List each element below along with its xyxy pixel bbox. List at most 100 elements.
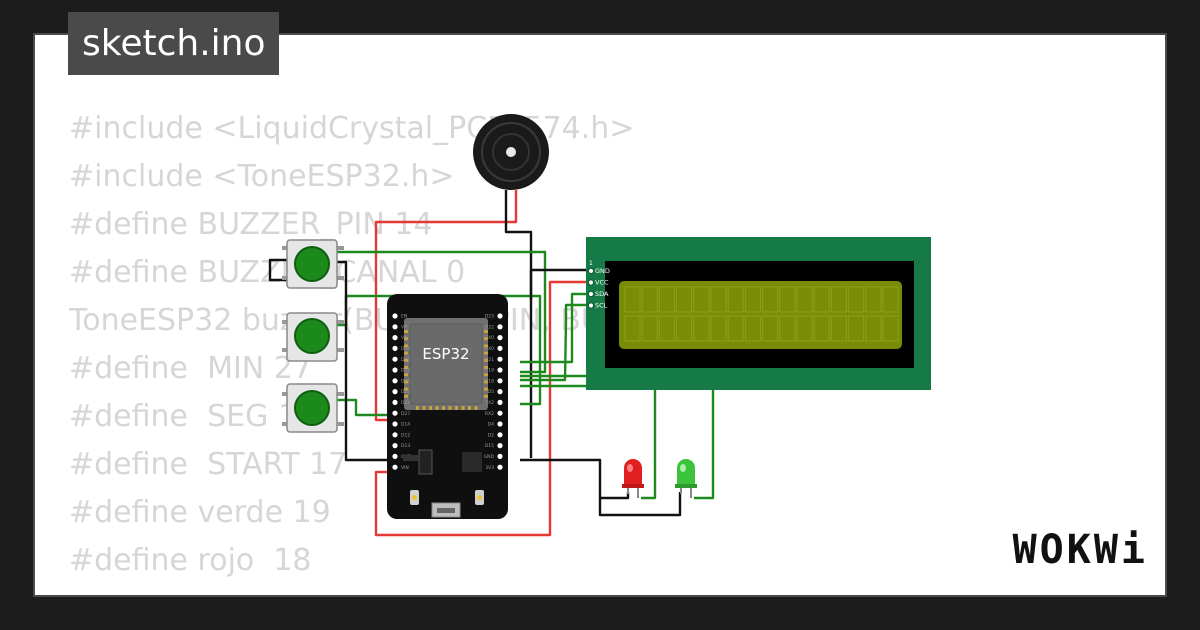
lcd-pin-label: VCC	[595, 279, 609, 287]
esp32-pin-label: D12	[401, 432, 410, 438]
esp32-pin[interactable]	[497, 443, 503, 449]
esp32-pin[interactable]	[497, 378, 503, 384]
lcd-pin-label: SCL	[595, 302, 608, 310]
push-button-3[interactable]	[282, 383, 344, 433]
push-button-1[interactable]	[282, 239, 344, 289]
esp32-pin[interactable]	[392, 443, 398, 449]
esp32-pin-label: D27	[401, 411, 410, 417]
esp32-pin-label: D13	[401, 443, 410, 449]
esp32-pin[interactable]	[497, 399, 503, 405]
code-line: #define verde 19	[69, 495, 331, 530]
esp32-pin[interactable]	[497, 335, 503, 341]
code-line: #include <ToneESP32.h>	[69, 159, 455, 194]
chip-pad	[484, 373, 488, 377]
esp32-pin[interactable]	[392, 464, 398, 470]
lcd-gnd-wire	[529, 268, 593, 300]
code-line: #define MIN 27	[69, 351, 312, 386]
lcd-pin[interactable]	[587, 267, 595, 275]
chip-pad	[448, 406, 452, 410]
chip-pad	[404, 387, 408, 391]
code-line: #define START 17	[69, 447, 348, 482]
esp32-pin-label: RX2	[485, 411, 494, 417]
lcd-pin-label: GND	[595, 267, 610, 275]
esp32-pin[interactable]	[497, 453, 503, 459]
esp32-pin-label: D26	[401, 400, 410, 406]
chip-pad	[404, 373, 408, 377]
esp32-pin[interactable]	[497, 389, 503, 395]
led-green[interactable]	[675, 459, 697, 498]
esp32-pin[interactable]	[392, 389, 398, 395]
esp32-pin[interactable]	[392, 378, 398, 384]
lcd-character-cell	[865, 315, 882, 342]
esp32-pin-label: D2	[488, 432, 494, 438]
esp32-pin[interactable]	[392, 313, 398, 319]
esp32-pin[interactable]	[392, 367, 398, 373]
lcd-character-cell	[865, 286, 882, 313]
esp32-pin-label: VIN	[401, 465, 409, 471]
led-red[interactable]	[622, 459, 644, 498]
esp32-pin-label: TX0	[484, 335, 494, 341]
esp32-pin-label: D5	[488, 389, 494, 395]
chip-pad	[484, 330, 488, 333]
chip-pad	[484, 337, 488, 341]
chip-pad	[404, 394, 408, 398]
chip-pad	[404, 358, 408, 362]
chip-pad	[484, 351, 488, 355]
lcd-character-cell	[710, 286, 727, 313]
chip-pad	[404, 344, 408, 348]
wokwi-logo: WOKWi	[1012, 527, 1148, 573]
chip-pad	[435, 406, 439, 410]
esp32-pin[interactable]	[392, 453, 398, 459]
esp32-pin[interactable]	[497, 464, 503, 470]
led-red-cathode	[600, 492, 630, 500]
esp32-pin[interactable]	[392, 399, 398, 405]
esp32-pin[interactable]	[497, 356, 503, 362]
esp32-pin[interactable]	[392, 432, 398, 438]
esp32-pin[interactable]	[497, 367, 503, 373]
lcd-character-cell	[779, 286, 796, 313]
esp32-pin-label: D25	[401, 389, 410, 395]
esp32-pin-label: GND	[484, 454, 495, 460]
esp32-pin[interactable]	[497, 432, 503, 438]
esp32-pin[interactable]	[497, 324, 503, 330]
lcd-character-cell	[744, 315, 761, 342]
esp32-pin[interactable]	[392, 324, 398, 330]
esp32-pin-label: D4	[488, 422, 494, 428]
lcd-character-cell	[813, 315, 830, 342]
lcd-character-cell	[796, 286, 813, 313]
esp32-pin[interactable]	[392, 421, 398, 427]
chip-pad	[461, 406, 465, 410]
code-line: #include <LiquidCrystal_PCF8574.h>	[69, 111, 635, 146]
esp32-pin[interactable]	[497, 410, 503, 416]
lcd-pin[interactable]	[587, 290, 595, 298]
chip-pad	[404, 337, 408, 341]
chip-pad	[404, 330, 408, 333]
esp32-pin[interactable]	[497, 313, 503, 319]
esp32-pin[interactable]	[392, 356, 398, 362]
esp32-board[interactable]: ESP32 ENVPVND34D35D32D33D25D26D27D14D12D…	[387, 294, 508, 519]
chip-pad	[416, 406, 419, 410]
esp32-pin-label: D22	[485, 324, 494, 330]
buzzer[interactable]	[473, 114, 549, 190]
esp32-pin-label: D21	[485, 357, 494, 363]
lcd-character-cell	[882, 315, 899, 342]
lcd-pin[interactable]	[587, 302, 595, 309]
lcd-character-cell	[676, 315, 693, 342]
lcd-pin[interactable]	[587, 279, 595, 286]
chip-pad	[484, 394, 488, 398]
esp32-pin[interactable]	[392, 345, 398, 351]
esp32-pin[interactable]	[497, 345, 503, 351]
buzzer-wire-red	[374, 190, 518, 422]
esp32-pin[interactable]	[392, 410, 398, 416]
button1-wire-green	[336, 250, 547, 374]
esp32-pin[interactable]	[497, 421, 503, 427]
buzzer-wire-black	[504, 190, 533, 458]
lcd-character-cell	[830, 315, 847, 342]
push-button-2[interactable]	[282, 312, 344, 362]
lcd-character-cell	[676, 286, 693, 313]
esp32-pin[interactable]	[392, 335, 398, 341]
chip-pad	[484, 344, 488, 348]
lcd-pin-index: 1	[589, 260, 593, 267]
